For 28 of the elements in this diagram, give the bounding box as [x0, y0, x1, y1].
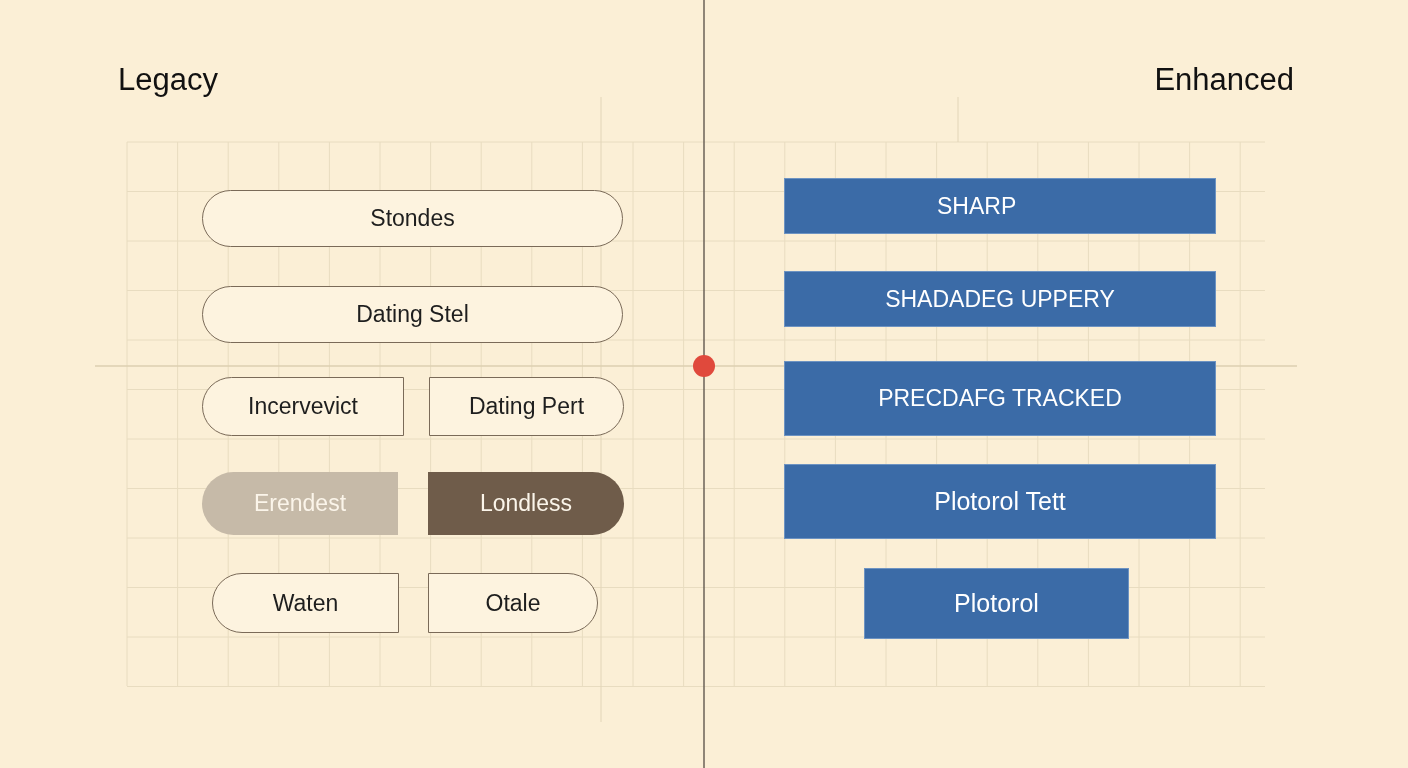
node-label: SHADADEG UPPERY	[885, 285, 1115, 313]
node-label: Incervevict	[248, 393, 358, 420]
node-label: Plotorol	[954, 589, 1039, 618]
bar-box	[784, 271, 1216, 327]
node-label: Dating Stel	[356, 301, 469, 328]
node-label: Dating Pert	[468, 393, 585, 420]
node-label: Stondes	[370, 205, 455, 232]
tab-box	[202, 472, 398, 535]
node-label: Otale	[485, 589, 541, 617]
tab-box	[202, 377, 404, 436]
column-heading: Enhanced	[1154, 62, 1294, 98]
bar-box	[864, 568, 1129, 639]
node-label: PRECDAFG TRACKED	[878, 385, 1122, 412]
tab-box	[428, 573, 598, 633]
tab-box	[428, 472, 624, 535]
node-label: Plotorol Tett	[934, 487, 1066, 516]
column-heading: Legacy	[118, 62, 218, 98]
bar-box	[784, 464, 1216, 539]
node-label: Waten	[272, 589, 339, 617]
tab-box	[429, 377, 624, 436]
bar-box	[784, 361, 1216, 436]
node-label: Erendest	[253, 490, 347, 517]
node-label: SHARP	[937, 192, 1017, 220]
pill-box	[202, 286, 623, 343]
pill-box	[202, 190, 623, 247]
node-label: Londless	[479, 490, 573, 517]
bar-box	[784, 178, 1216, 234]
tab-box	[212, 573, 399, 633]
